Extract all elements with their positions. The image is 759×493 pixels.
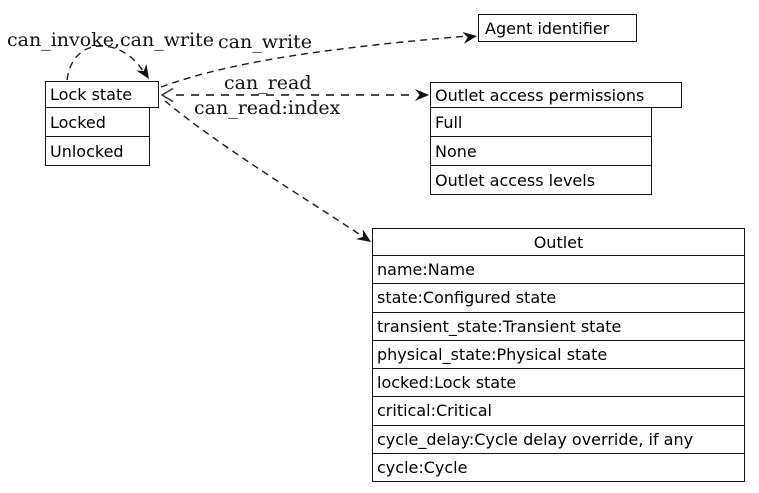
lock-state-row-unlocked: Unlocked	[46, 136, 149, 165]
permissions-row-none: None	[431, 136, 651, 165]
outlet-row-transient-state: transient_state:Transient state	[373, 311, 744, 340]
arrowhead-to-agent-identifier	[462, 32, 477, 44]
permissions-row-full: Full	[435, 112, 463, 132]
node-outlet: Outlet name:Name state:Configured state …	[372, 228, 745, 482]
outlet-row-name: name:Name	[373, 255, 744, 283]
edge-to-outlet	[164, 100, 363, 237]
arrowhead-self-loop	[136, 63, 149, 79]
arrowhead-to-outlet-access-permissions	[415, 89, 429, 101]
node-agent-identifier: Agent identifier	[478, 14, 637, 42]
agent-identifier-label: Agent identifier	[485, 18, 610, 38]
edge-label-can-read: can_read	[224, 72, 312, 94]
edge-label-can-read-index: can_read:index	[194, 97, 341, 119]
node-lock-state-header: Lock state	[45, 81, 159, 108]
node-lock-state-body: Locked Unlocked	[45, 107, 150, 166]
node-outlet-access-permissions-header: Outlet access permissions	[430, 82, 682, 108]
outlet-row-critical: critical:Critical	[373, 396, 744, 424]
arrowhead-into-lock-state	[160, 87, 174, 103]
edge-self-loop	[66, 45, 146, 81]
outlet-row-cycle: cycle:Cycle	[373, 452, 744, 481]
permissions-row-outlet-access-levels: Outlet access levels	[431, 165, 651, 194]
outlet-access-permissions-title: Outlet access permissions	[435, 85, 645, 105]
lock-state-title: Lock state	[50, 85, 133, 104]
edge-label-can-write: can_write	[218, 31, 313, 53]
outlet-row-cycle-delay: cycle_delay:Cycle delay override, if any	[373, 424, 744, 453]
node-outlet-access-permissions-body: Full None Outlet access levels	[430, 107, 652, 195]
outlet-row-locked: locked:Lock state	[373, 368, 744, 396]
lock-state-row-locked: Locked	[50, 112, 106, 132]
edge-label-can-invoke-can-write: can_invoke,can_write	[7, 29, 214, 51]
outlet-row-physical-state: physical_state:Physical state	[373, 339, 744, 368]
outlet-row-state: state:Configured state	[373, 283, 744, 311]
outlet-title: Outlet	[533, 232, 584, 252]
